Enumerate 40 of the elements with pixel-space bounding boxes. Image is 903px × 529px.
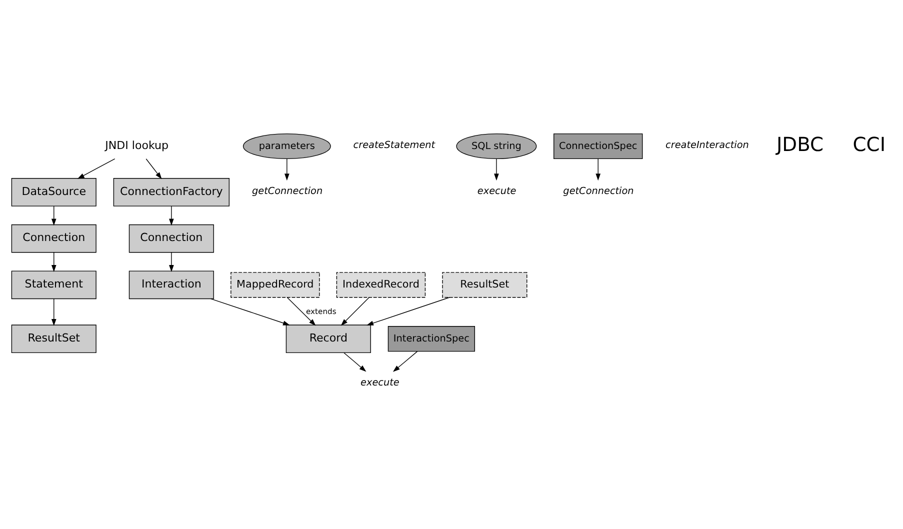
node-box: Statement	[11, 270, 96, 300]
node-box: ResultSet	[442, 272, 528, 298]
label: JDBC	[776, 133, 824, 156]
node-ellipse: parameters	[242, 133, 331, 160]
node-box: DataSource	[11, 178, 96, 206]
arrow	[392, 351, 418, 372]
node-box: MappedRecord	[230, 272, 320, 298]
node-box: InteractionSpec	[388, 326, 476, 352]
arrow	[366, 297, 450, 326]
node-text: createInteraction	[666, 140, 749, 152]
arrow	[169, 206, 174, 226]
arrow	[51, 298, 56, 326]
arrow	[210, 298, 290, 326]
arrow	[51, 206, 56, 226]
arrow	[286, 297, 316, 326]
node-text: getConnection	[252, 186, 323, 198]
node-box: ResultSet	[11, 324, 96, 354]
arrow	[77, 158, 116, 179]
node-box: IndexedRecord	[336, 272, 426, 298]
node-text: createStatement	[353, 140, 436, 152]
node-text: getConnection	[563, 186, 634, 198]
node-box: Connection	[11, 224, 96, 253]
arrow	[51, 252, 56, 272]
node-ellipse: SQL string	[456, 133, 537, 160]
node-text: execute	[360, 378, 400, 389]
arrow	[169, 252, 174, 272]
node-box: Record	[286, 324, 371, 354]
node-text: JNDI lookup	[105, 138, 169, 152]
node-box: ConnectionFactory	[113, 178, 230, 206]
arrow	[344, 352, 366, 372]
arrow	[596, 158, 601, 181]
arrow	[494, 158, 499, 181]
node-text: execute	[477, 186, 516, 198]
node-box: Interaction	[128, 270, 214, 300]
label: CCI	[852, 133, 886, 156]
node-box: ConnectionSpec	[554, 133, 643, 160]
arrow	[284, 158, 290, 181]
arrow	[340, 297, 370, 326]
node-box: Connection	[128, 224, 214, 253]
arrow	[146, 158, 162, 180]
